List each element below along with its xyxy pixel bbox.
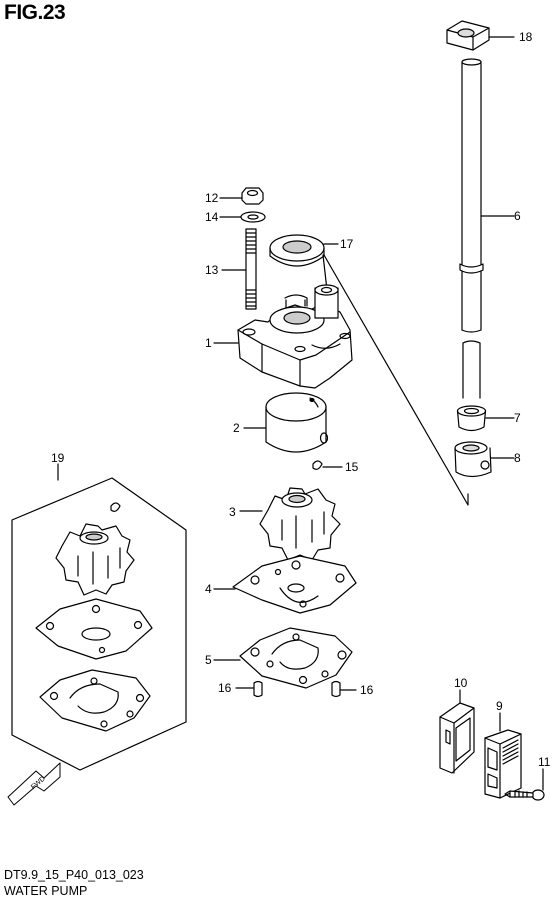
callout-18: 18 <box>519 30 533 44</box>
part-9-holder-cover <box>484 729 522 799</box>
callout-1: 1 <box>205 336 212 350</box>
part-16-dowel-pins <box>253 680 341 698</box>
callout-16-left: 16 <box>218 681 232 695</box>
callout-5: 5 <box>205 653 212 667</box>
callout-16-right: 16 <box>360 683 374 697</box>
part-5-plate <box>239 627 353 689</box>
callout-13: 13 <box>205 263 219 277</box>
part-17-oil-seal <box>269 234 325 267</box>
fwd-direction-marker: FWD <box>7 762 61 806</box>
diagram-name: WATER PUMP <box>4 884 88 898</box>
callout-9: 9 <box>496 699 503 713</box>
callout-10: 10 <box>454 676 468 690</box>
part-4-gasket <box>232 555 357 614</box>
callout-4: 4 <box>205 582 212 596</box>
callout-11: 11 <box>538 755 551 769</box>
callout-2: 2 <box>233 421 240 435</box>
assembly-guide-line <box>323 254 469 506</box>
part-10-holder <box>439 702 475 774</box>
part-18-grommet <box>446 20 490 51</box>
part-3-impeller <box>259 487 341 561</box>
part-11-screw <box>504 789 545 801</box>
figure-title: FIG.23 <box>4 1 66 24</box>
part-6-water-tube <box>459 58 484 399</box>
callout-15: 15 <box>345 460 359 474</box>
callout-14: 14 <box>205 210 219 224</box>
callout-19: 19 <box>51 451 65 465</box>
diagram-code: DT9.9_15_P40_013_023 <box>4 868 144 882</box>
callout-6: 6 <box>514 209 521 223</box>
part-14-washer <box>240 211 266 223</box>
part-7-tube-seal <box>456 405 487 432</box>
part-13-stud-bolt <box>245 228 257 310</box>
part-12-nut <box>241 187 264 205</box>
callout-17: 17 <box>340 237 354 251</box>
callout-7: 7 <box>514 411 521 425</box>
callout-8: 8 <box>514 451 521 465</box>
part-8-tube-guide <box>454 441 492 478</box>
part-2-pump-liner <box>265 392 329 453</box>
part-19-repair-kit <box>11 463 187 771</box>
callout-3: 3 <box>229 505 236 519</box>
part-1-pump-case <box>237 284 353 389</box>
part-15-key <box>312 460 323 470</box>
callout-12: 12 <box>205 191 219 205</box>
